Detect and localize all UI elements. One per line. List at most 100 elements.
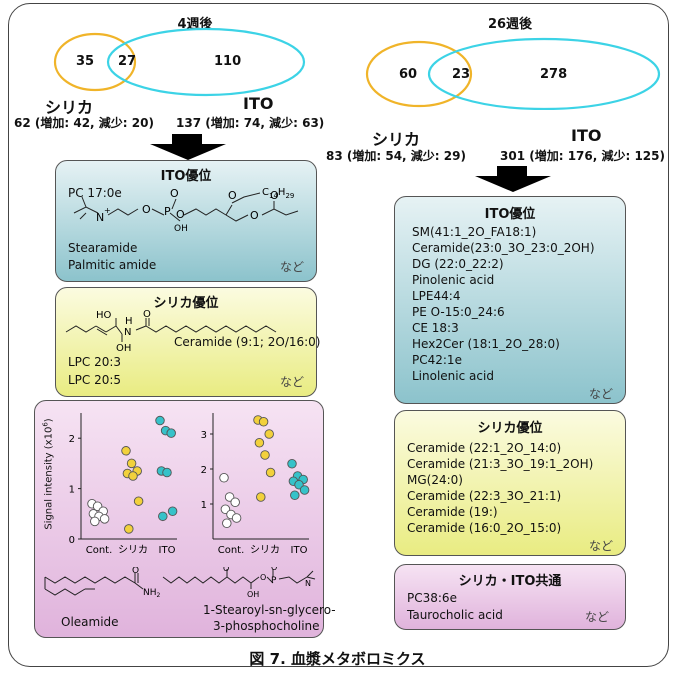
chart2-point-2-6 bbox=[290, 490, 300, 500]
chart1-point-2-6 bbox=[158, 511, 168, 522]
chart2-point-2-0 bbox=[287, 459, 297, 469]
right-silica-item-4: Ceramide (19:) bbox=[407, 505, 498, 519]
lpc-n: N bbox=[305, 579, 311, 588]
right-venn-only-silica: 60 bbox=[399, 67, 418, 82]
oleamide-nh-sub: 2 bbox=[157, 592, 161, 599]
right-ito-item-2: DG (22:0_22:2) bbox=[412, 257, 504, 271]
left-arrow bbox=[150, 134, 226, 160]
chart1-point-2-4 bbox=[162, 467, 172, 478]
chart1-point-0-6 bbox=[90, 516, 100, 527]
right-silica-label: シリカ bbox=[372, 130, 421, 149]
right-ito-box: ITO優位 SM(41:1_2O_FA18:1) Ceramide(23:0_3… bbox=[394, 196, 626, 404]
right-ito-item-7: Hex2Cer (18:1_2O_28:0) bbox=[412, 337, 560, 351]
lpc-o2: O bbox=[260, 573, 266, 582]
lpc-oh: OH bbox=[247, 590, 259, 599]
chart1-ytick-label-0: 2 bbox=[69, 434, 75, 445]
left-ito-etc: など bbox=[279, 260, 304, 274]
left-venn bbox=[53, 27, 306, 97]
ceramide-structure: HO H N O OH bbox=[65, 309, 277, 352]
right-common-box: シリカ・ITO共通 PC38:6e Taurocholic acid など bbox=[394, 564, 626, 630]
lpc-label-1: 1-Stearoyl-sn-glycero- bbox=[203, 603, 336, 617]
chart2-point-0-0 bbox=[219, 472, 229, 483]
pc-oh: OH bbox=[174, 224, 188, 234]
chart1-point-1-6 bbox=[124, 524, 134, 534]
cer-oh: OH bbox=[116, 343, 131, 352]
pc-o2: O bbox=[170, 187, 179, 200]
cer-h: H bbox=[125, 316, 133, 327]
chart-ylabel-sup: 6 bbox=[41, 422, 50, 427]
chart2-xlabel-0: Cont. bbox=[218, 545, 245, 556]
right-venn-both: 23 bbox=[452, 67, 471, 82]
pc-nplus: N bbox=[96, 211, 104, 224]
oleamide-label: Oleamide bbox=[61, 615, 119, 629]
cer-o: O bbox=[143, 309, 151, 320]
chart2-point-2-5 bbox=[299, 485, 310, 495]
chart1-xlabel-1: シリカ bbox=[118, 544, 148, 556]
left-silica-item-1: LPC 20:3 bbox=[68, 355, 122, 369]
right-ito-item-9: Linolenic acid bbox=[412, 369, 494, 383]
oleamide-structure: O NH2 bbox=[44, 567, 161, 599]
right-common-item-1: Taurocholic acid bbox=[407, 608, 503, 622]
right-silica-etc: など bbox=[588, 539, 613, 553]
right-ito-item-1: Ceramide(23:0_3O_23:0_2OH) bbox=[412, 241, 595, 255]
cer-ho: HO bbox=[96, 310, 112, 321]
chart2-point-1-6 bbox=[256, 492, 266, 502]
right-silica-box-title: シリカ優位 bbox=[477, 421, 543, 436]
right-ito-item-6: CE 18:3 bbox=[412, 321, 459, 335]
left-silica-item-2: LPC 20:5 bbox=[68, 373, 122, 387]
right-ito-item-4: LPE44:4 bbox=[412, 289, 461, 303]
left-silica-box: シリカ優位 HO H N O OH Ceramide (9:1; 2O/16:0… bbox=[55, 287, 321, 397]
right-silica-count: 83 (増加: 54, 減少: 29) bbox=[326, 149, 466, 163]
figure-caption: 図 7. 血漿メタボロミクス bbox=[249, 650, 426, 668]
right-ito-item-0: SM(41:1_2O_FA18:1) bbox=[412, 225, 537, 239]
pc-p: P bbox=[164, 205, 171, 218]
chart2-point-1-2 bbox=[264, 429, 274, 439]
chart1-point-1-1 bbox=[126, 458, 137, 469]
chart2-ytick-label-1: 2 bbox=[201, 465, 207, 476]
left-ito-box-title: ITO優位 bbox=[160, 169, 212, 184]
right-panel-title: 26週後 bbox=[487, 17, 533, 32]
left-silica-count: 62 (増加: 42, 減少: 20) bbox=[14, 116, 154, 130]
oleamide-nh: NH bbox=[143, 588, 157, 598]
right-silica-item-0: Ceramide (22:1_2O_14:0) bbox=[407, 441, 562, 455]
right-silica-item-1: Ceramide (21:3_3O_19:1_2OH) bbox=[407, 457, 594, 471]
chart2-xlabel-2: ITO bbox=[291, 545, 308, 556]
left-venn-both: 27 bbox=[118, 54, 137, 69]
right-common-etc: など bbox=[584, 610, 609, 624]
lpc-o3: O bbox=[271, 567, 277, 572]
left-silica-item-0: Ceramide (9:1; 2O/16:0) bbox=[174, 335, 321, 349]
svg-text:C14H29: C14H29 bbox=[262, 187, 294, 200]
pc-plus: + bbox=[104, 206, 111, 215]
chart1-point-1-5 bbox=[133, 496, 144, 506]
chart1-ytick-label-1: 1 bbox=[69, 485, 75, 496]
pc-o6: O bbox=[228, 189, 237, 202]
chart-ylabel: Signal intensity (x106) bbox=[41, 418, 54, 529]
chart1-ytick-label-2: 0 bbox=[69, 535, 75, 546]
right-ito-etc: など bbox=[588, 387, 613, 401]
pc-o5: O bbox=[270, 189, 279, 202]
chart1-point-0-5 bbox=[99, 514, 110, 524]
pc-c: C bbox=[262, 187, 269, 198]
left-venn-only-ito: 110 bbox=[214, 54, 242, 69]
right-arrow bbox=[475, 166, 551, 192]
right-ito-item-8: PC42:1e bbox=[412, 353, 462, 367]
chart1-point-2-0 bbox=[155, 415, 165, 426]
right-venn-only-ito: 278 bbox=[540, 67, 568, 82]
right-common-item-0: PC38:6e bbox=[407, 591, 457, 605]
right-silica-box: シリカ優位 Ceramide (22:1_2O_14:0) Ceramide (… bbox=[394, 410, 626, 556]
pc-o4: O bbox=[250, 209, 259, 222]
chart1-point-2-2 bbox=[166, 428, 176, 438]
oleamide-o: O bbox=[132, 567, 139, 576]
chart1-point-1-4 bbox=[128, 471, 138, 481]
left-silica-label: シリカ bbox=[45, 98, 94, 117]
right-ito-item-3: Pinolenic acid bbox=[412, 273, 495, 287]
right-ito-label: ITO bbox=[571, 126, 602, 145]
chart1-xlabel-2: ITO bbox=[159, 545, 176, 556]
pc-structure: N + O P O OH O O O O C14H29 bbox=[73, 187, 299, 234]
right-silica-item-5: Ceramide (16:0_2O_15:0) bbox=[407, 521, 562, 535]
right-common-box-title: シリカ・ITO共通 bbox=[458, 574, 562, 589]
lpc-o1: O bbox=[223, 567, 229, 573]
